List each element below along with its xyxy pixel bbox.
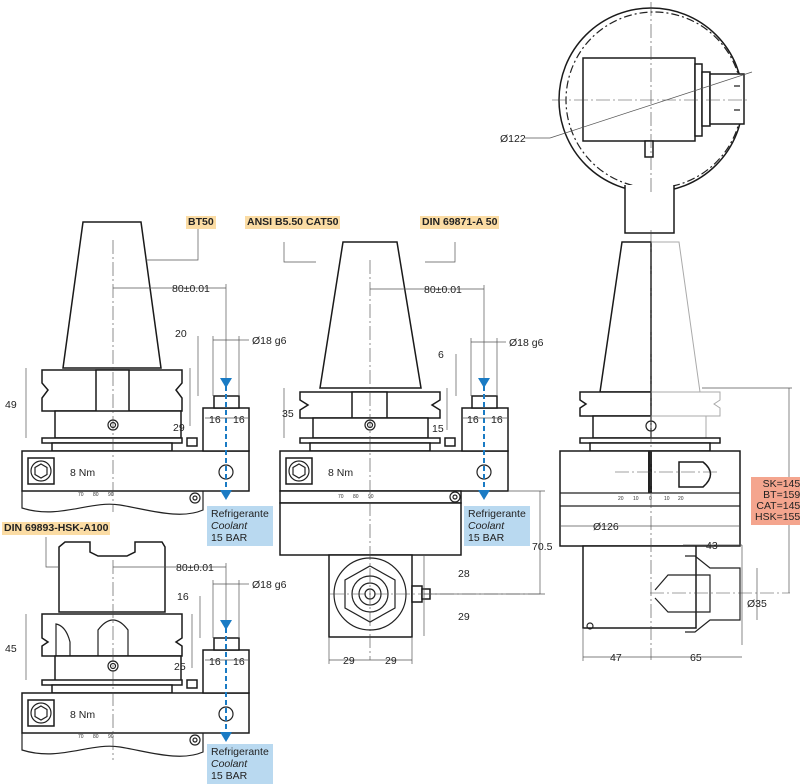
svg-text:70.5: 70.5: [532, 541, 553, 553]
svg-text:Ø122: Ø122: [500, 133, 526, 145]
svg-text:Ø126: Ø126: [593, 521, 619, 533]
svg-text:47: 47: [610, 652, 622, 664]
torque-label: 8 Nm: [70, 467, 95, 479]
dim-label: 16: [209, 414, 221, 426]
label-bt50: BT50: [186, 216, 216, 229]
svg-text:90: 90: [108, 734, 114, 740]
dim-offset-label: 80±0.01: [172, 283, 210, 295]
coolant-pressure: 15 BAR: [211, 532, 248, 544]
arrow-down-icon: [220, 490, 232, 500]
dim-label: 20: [175, 328, 187, 340]
svg-text:0: 0: [649, 496, 652, 502]
svg-text:65: 65: [690, 652, 702, 664]
svg-text:10: 10: [633, 496, 639, 502]
angle-head-output: [328, 554, 413, 638]
svg-text:25: 25: [174, 661, 186, 673]
view-hsk: 80±0.01 Ø18 g6 16 45 25 16 16 8 Nm 70 80…: [5, 537, 287, 760]
coolant-subtitle: Coolant: [211, 520, 248, 532]
coolant-title: Refrigerante: [211, 508, 269, 520]
dim-pin-label: Ø18 g6: [252, 335, 287, 347]
svg-text:29: 29: [385, 655, 397, 667]
svg-text:80: 80: [93, 734, 99, 740]
svg-text:43: 43: [706, 540, 718, 552]
arrow-down-icon: [478, 378, 490, 388]
dim-label: 16: [233, 414, 245, 426]
svg-text:16: 16: [177, 591, 189, 603]
label-din-a50: DIN 69871-A 50: [420, 216, 500, 229]
svg-text:29: 29: [458, 611, 470, 623]
svg-text:Ø18 g6: Ø18 g6: [509, 337, 544, 349]
label-cat50: ANSI B5.50 CAT50: [245, 216, 341, 229]
svg-text:20: 20: [678, 496, 684, 502]
bt50-taper: [62, 221, 162, 369]
svg-text:16: 16: [467, 414, 479, 426]
svg-text:45: 45: [5, 643, 17, 655]
svg-text:8 Nm: 8 Nm: [70, 709, 95, 721]
arrow-down-icon: [220, 620, 232, 630]
svg-text:16: 16: [209, 656, 221, 668]
arrow-down-icon: [220, 378, 232, 388]
coolant-note: Refrigerante Coolant 15 BAR: [464, 506, 530, 546]
svg-text:6: 6: [438, 349, 444, 361]
view-bt50: 80±0.01 Ø18 g6 20 49 29 16 16 8 Nm 70 80…: [5, 221, 287, 515]
arrow-down-icon: [478, 490, 490, 500]
svg-text:80: 80: [353, 494, 359, 500]
svg-text:90: 90: [368, 494, 374, 500]
svg-text:35: 35: [282, 408, 294, 420]
svg-text:16: 16: [233, 656, 245, 668]
coolant-note: Refrigerante Coolant 15 BAR: [207, 744, 273, 784]
svg-text:70: 70: [78, 492, 84, 498]
svg-text:80±0.01: 80±0.01: [176, 562, 214, 574]
view-side: Ø126 43 Ø35 47 65 20 10 0 10 20: [559, 230, 792, 664]
view-top: Ø122: [500, 2, 753, 234]
svg-text:15: 15: [432, 423, 444, 435]
svg-text:28: 28: [458, 568, 470, 580]
svg-text:10: 10: [664, 496, 670, 502]
svg-text:29: 29: [343, 655, 355, 667]
svg-text:8 Nm: 8 Nm: [328, 467, 353, 479]
label-hsk: DIN 69893-HSK-A100: [2, 522, 111, 535]
arrow-down-icon: [220, 732, 232, 742]
view-cat50: 80±0.01 Ø18 g6 6 35 15 16 16 8 Nm 70.5 2…: [279, 241, 553, 667]
svg-text:70: 70: [338, 494, 344, 500]
dim-label: 29: [173, 422, 185, 434]
svg-text:Ø18 g6: Ø18 g6: [252, 579, 287, 591]
dim-label: 49: [5, 399, 17, 411]
svg-text:90: 90: [108, 492, 114, 498]
coolant-note: Refrigerante Coolant 15 BAR: [207, 506, 273, 546]
bt50-body: [21, 450, 250, 492]
svg-text:Ø35: Ø35: [747, 598, 767, 610]
svg-text:80: 80: [93, 492, 99, 498]
svg-text:16: 16: [491, 414, 503, 426]
height-table: SK=145 BT=159 CAT=145 HSK=155: [751, 477, 800, 525]
svg-text:80±0.01: 80±0.01: [424, 284, 462, 296]
svg-text:20: 20: [618, 496, 624, 502]
svg-text:70: 70: [78, 734, 84, 740]
